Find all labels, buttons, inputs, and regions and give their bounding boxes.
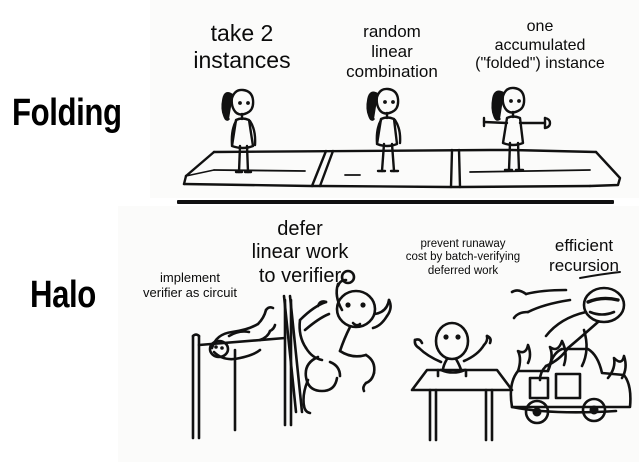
caption-defer-linear-work-to-verifier: defer linear work to verifier [251, 218, 349, 287]
caption-prevent-runaway-cost: prevent runaway cost by batch-verifying … [405, 238, 521, 277]
row-divider [177, 200, 614, 204]
row-title-halo: Halo [30, 274, 96, 316]
caption-efficient-recursion: efficient recursion [549, 236, 619, 275]
caption-random-linear-combination: random linear combination [346, 22, 438, 81]
caption-take-2-instances: take 2 instances [193, 20, 291, 73]
row-title-folding: Folding [12, 92, 122, 134]
caption-one-accumulated-instance: one accumulated ("folded") instance [475, 18, 605, 73]
caption-implement-verifier-as-circuit: implement verifier as circuit [143, 270, 237, 301]
